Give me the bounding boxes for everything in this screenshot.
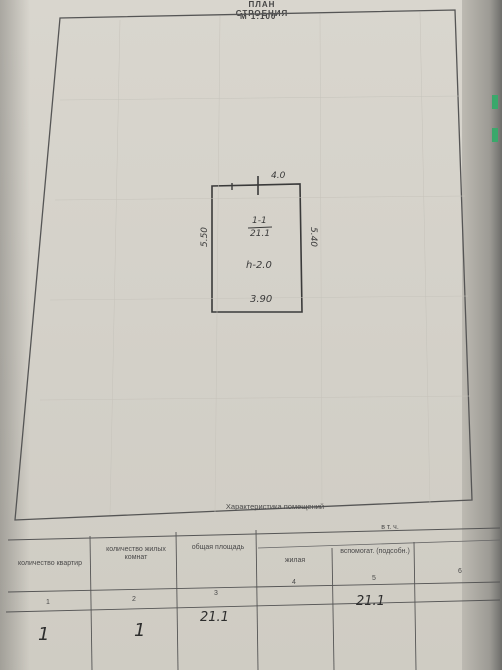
dim-right: 5.40 bbox=[308, 226, 319, 248]
col-number: 5 bbox=[372, 575, 376, 582]
col-number: 6 bbox=[458, 568, 462, 575]
green-mark bbox=[492, 128, 498, 142]
room-outline bbox=[211, 183, 303, 313]
col-sep bbox=[413, 541, 417, 670]
col-number: 1 bbox=[46, 599, 50, 606]
paper-grid bbox=[39, 11, 471, 516]
plan-scale: М 1:100 bbox=[240, 12, 277, 21]
col-header-auxiliary: вспомогат. (подсобн.) bbox=[340, 548, 410, 555]
col-sep bbox=[255, 529, 259, 670]
page-shadow bbox=[0, 0, 30, 670]
room-area: 21.1 bbox=[250, 229, 271, 239]
room-number: 1-1 bbox=[252, 216, 267, 226]
table-caption: Характеристика помещений bbox=[225, 502, 325, 511]
dim-top: 4.0 bbox=[271, 171, 286, 181]
col-header-total-area: общая площадь bbox=[191, 544, 245, 551]
room-height: h-2.0 bbox=[246, 260, 272, 271]
col-header-rooms: количество жилых комнат bbox=[106, 546, 166, 561]
col-number: 4 bbox=[292, 579, 296, 586]
col-sep bbox=[175, 531, 179, 670]
value-auxiliary-area: 21.1 bbox=[356, 594, 385, 609]
frame-border bbox=[14, 9, 473, 521]
value-rooms: 1 bbox=[134, 620, 146, 641]
col-header-living: жилая bbox=[284, 557, 306, 564]
col-header-apartments: количество квартир bbox=[18, 560, 82, 567]
col-sep bbox=[89, 535, 93, 670]
green-mark bbox=[492, 95, 498, 109]
value-total-area: 21.1 bbox=[200, 610, 229, 625]
room-label-divider bbox=[247, 226, 273, 229]
dim-bottom: 3.90 bbox=[250, 294, 273, 305]
table-incl-line bbox=[257, 539, 501, 549]
dim-left: 5.50 bbox=[200, 226, 211, 248]
table-incl: в т. ч. bbox=[381, 524, 399, 531]
page-edge-right bbox=[462, 0, 502, 670]
table-num-bottom bbox=[5, 599, 501, 613]
col-sep bbox=[331, 547, 335, 670]
value-apartments: 1 bbox=[38, 624, 50, 645]
col-number: 2 bbox=[132, 596, 136, 603]
table-header-bottom bbox=[7, 581, 501, 593]
table-top-line bbox=[7, 527, 501, 541]
col-number: 3 bbox=[214, 590, 218, 597]
